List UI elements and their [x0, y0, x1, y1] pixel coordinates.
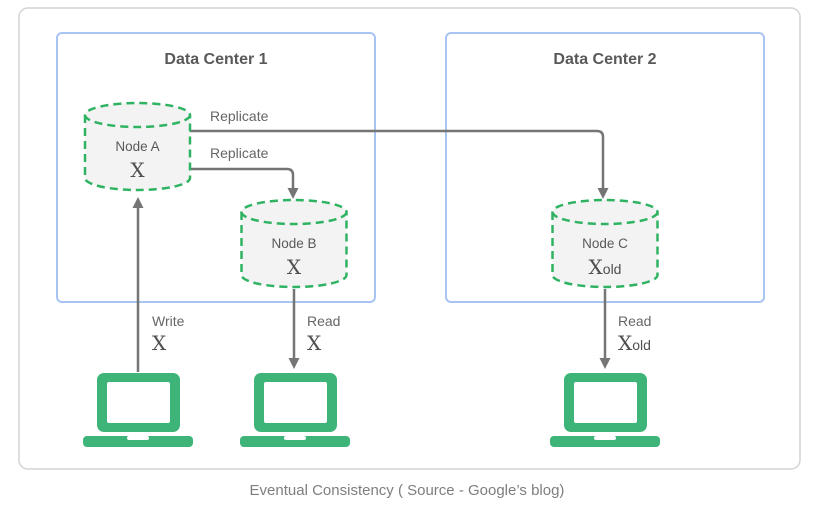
node-b-value: X — [287, 255, 302, 279]
node-a-database-icon: Node A X — [83, 101, 192, 192]
replicate-arrow-to-node-c — [190, 129, 609, 199]
node-c-database-icon: Node C Xold — [551, 198, 659, 289]
data-center-1-title: Data Center 1 — [164, 51, 267, 68]
replicate-arrow-to-node-b — [190, 167, 299, 199]
replicate-label-2: Replicate — [210, 145, 269, 161]
node-a-value-x: X — [130, 158, 145, 182]
node-c-label: Node C — [582, 236, 628, 251]
node-c-value-x: X — [589, 255, 604, 279]
replicate-label-1: Replicate — [210, 108, 269, 124]
read-b-label: Read — [307, 313, 340, 329]
write-value: X — [152, 331, 167, 355]
data-center-2-title: Data Center 2 — [553, 51, 656, 68]
node-c-value: Xold — [589, 255, 622, 279]
read-c-value: Xold — [618, 331, 651, 355]
node-b-value-x: X — [287, 255, 302, 279]
node-a-value: X — [130, 158, 145, 182]
write-value-x: X — [152, 331, 167, 355]
read-b-value: X — [307, 331, 322, 355]
node-b-database-icon: Node B X — [240, 198, 348, 289]
read-c-value-suffix: old — [632, 337, 651, 353]
diagram-caption: Eventual Consistency ( Source - Google’s… — [249, 482, 565, 499]
read-c-label: Read — [618, 313, 651, 329]
read-b-value-x: X — [307, 331, 322, 355]
write-label: Write — [152, 313, 185, 329]
node-a-label: Node A — [115, 139, 159, 154]
node-b-label: Node B — [271, 236, 316, 251]
node-c-value-suffix: old — [603, 261, 622, 277]
read-c-value-x: X — [618, 331, 633, 355]
diagram-canvas: Data Center 1 Data Center 2 Node A X Nod… — [18, 7, 801, 470]
